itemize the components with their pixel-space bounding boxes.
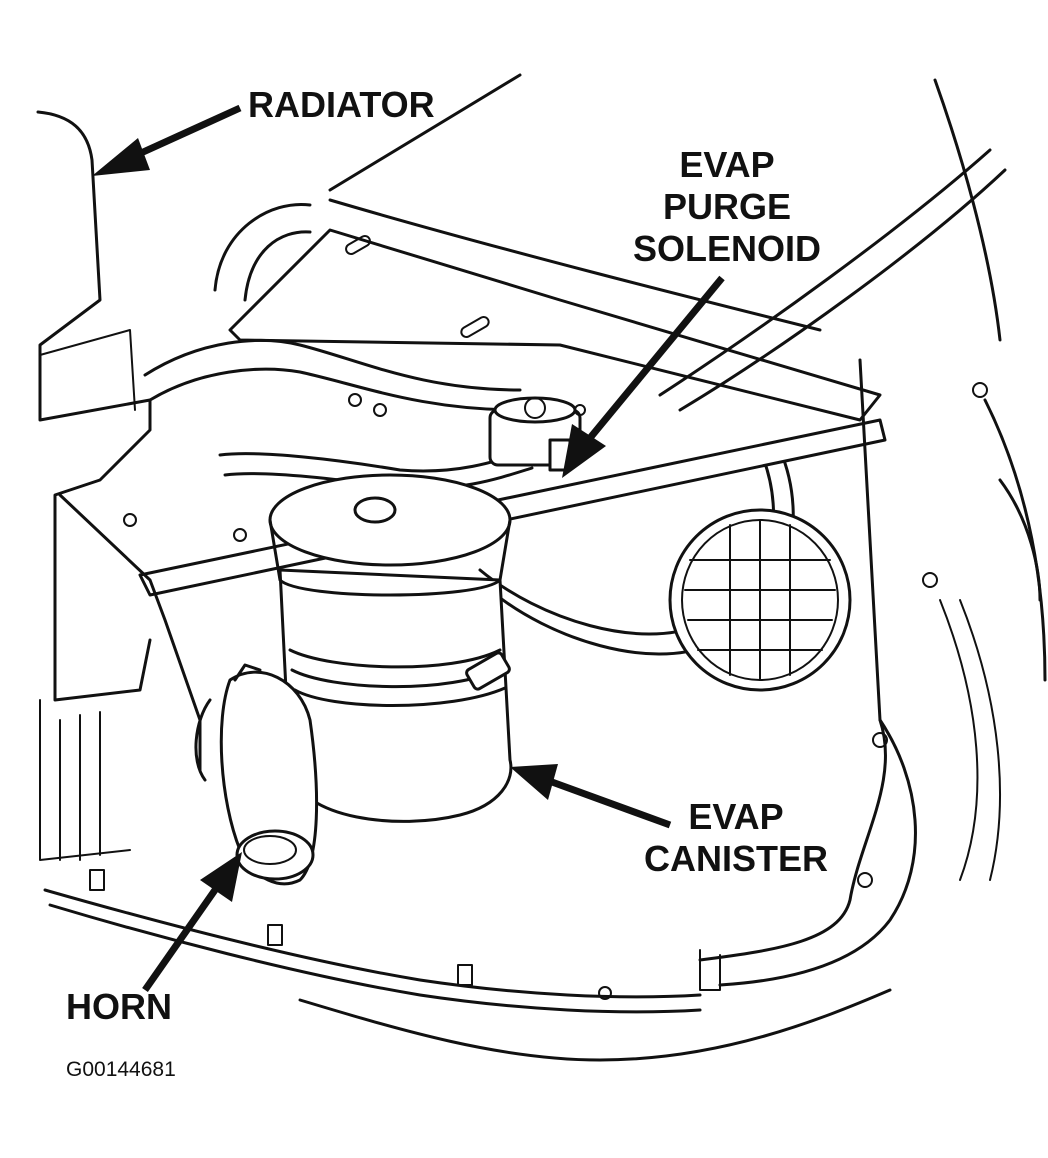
purge-solenoid-arrowhead [562,424,606,478]
canister-label-line-1: EVAP [688,796,784,837]
canister-arrow [550,778,672,829]
splash-shield [43,358,988,1062]
canister-label: EVAP CANISTER [628,796,844,880]
purge-solenoid-label-line-1: EVAP [679,144,775,185]
canister-arrowhead [510,764,558,800]
radiator-arrowhead [92,138,150,176]
purge-solenoid-label: EVAP PURGE SOLENOID [612,144,842,270]
radiator-label: RADIATOR [248,84,435,125]
purge-solenoid-label-line-3: SOLENOID [632,228,821,269]
fender-outline [328,73,1047,881]
leader-arrows [92,104,725,993]
radiator-arrow [128,104,242,162]
horn-drawing [194,663,319,886]
purge-solenoid-arrow [587,275,725,441]
figure-id: G00144681 [66,1058,176,1081]
evap-canister-drawing [268,473,513,823]
horn-label: HORN [66,986,172,1027]
horn-arrow [142,887,218,993]
canister-label-line-2: CANISTER [643,838,828,879]
vent-grille [668,508,852,692]
upper-tray [228,228,882,422]
purge-solenoid-label-line-2: PURGE [662,186,792,227]
radiator-drawing [36,110,152,861]
horn-arrowhead [200,852,242,902]
